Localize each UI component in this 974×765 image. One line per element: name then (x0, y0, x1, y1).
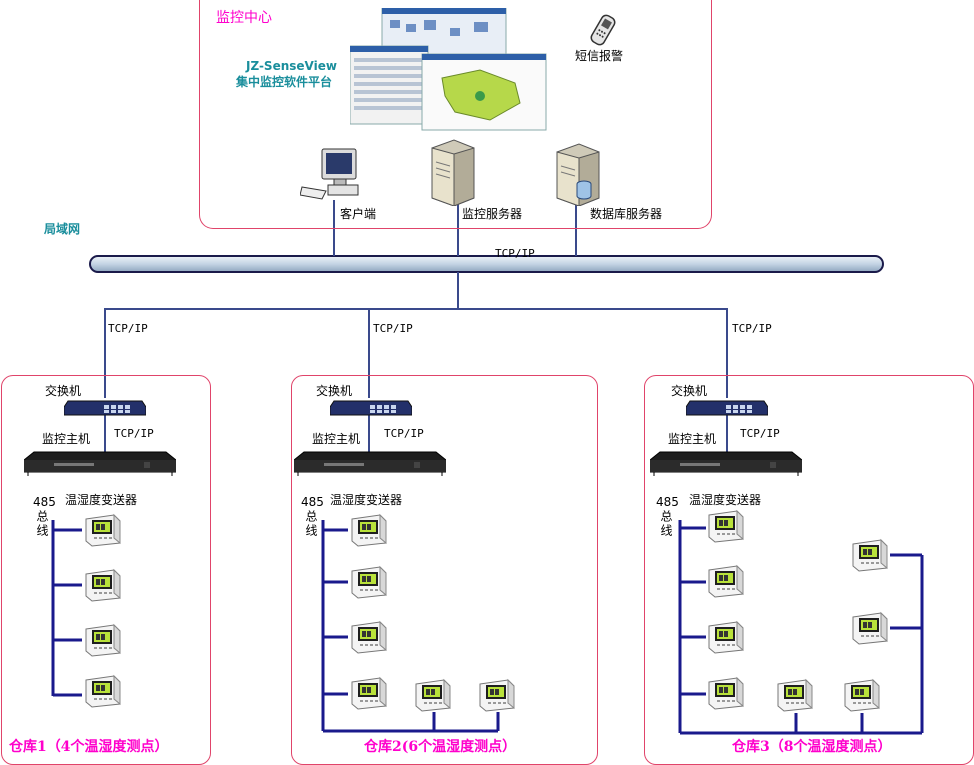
warehouse-2-bus-suffix: 总线 (304, 510, 318, 538)
warehouse-3-bus-label: 485 (656, 495, 679, 509)
warehouse-1-switch-icon (63, 399, 147, 417)
sensor-w2-1 (350, 513, 388, 547)
warehouse-2-switch-label: 交换机 (316, 384, 353, 398)
database-server-label: 数据库服务器 (590, 207, 663, 221)
sensor-w1-4 (84, 674, 122, 708)
software-name: JZ-SenseView (246, 59, 337, 73)
sensor-w1-1 (84, 513, 122, 547)
sensor-w3-4 (707, 676, 745, 710)
lan-backbone (89, 255, 884, 273)
sensor-w1-2 (84, 568, 122, 602)
monitoring-center-box (199, 0, 712, 229)
sensor-w3-7 (851, 538, 889, 572)
monitor-server-icon (426, 136, 476, 207)
sensor-w2-5 (414, 678, 452, 712)
warehouse-3-switch-icon (685, 399, 769, 417)
software-description: 集中监控软件平台 (236, 75, 333, 89)
sensor-w2-3 (350, 620, 388, 654)
monitoring-center-title: 监控中心 (216, 10, 272, 26)
warehouse-1-bus-label: 485 (33, 495, 56, 509)
warehouse-2-caption: 仓库2(6个温湿度测点） (364, 739, 517, 755)
warehouse-3-switch-label: 交换机 (671, 384, 708, 398)
sensor-w3-2 (707, 564, 745, 598)
warehouse-2-host-label: 监控主机 (312, 432, 361, 446)
backbone-protocol-label: TCP/IP (495, 247, 535, 260)
warehouse-3-host-label: 监控主机 (668, 432, 717, 446)
sensor-w1-3 (84, 623, 122, 657)
phone-icon (590, 13, 616, 47)
warehouse-3-downlink-protocol: TCP/IP (740, 427, 780, 440)
warehouse-3-host-icon (649, 450, 803, 478)
sms-alarm-label: 短信报警 (575, 49, 624, 63)
warehouse-3-bus-suffix: 总线 (659, 510, 673, 538)
warehouse-3-uplink-protocol: TCP/IP (732, 322, 772, 335)
database-server-icon (551, 140, 601, 207)
warehouse-2-downlink-protocol: TCP/IP (384, 427, 424, 440)
sensor-w2-6 (478, 678, 516, 712)
monitor-server-label: 监控服务器 (462, 207, 523, 221)
sensor-w3-1 (707, 509, 745, 543)
warehouse-2-sensor-label: 温湿度变送器 (330, 493, 403, 507)
warehouse-2-uplink-protocol: TCP/IP (373, 322, 413, 335)
sensor-w3-8 (851, 611, 889, 645)
sensor-w3-6 (843, 678, 881, 712)
client-pc-icon (299, 147, 362, 203)
sensor-w3-5 (776, 678, 814, 712)
warehouse-2-bus-label: 485 (301, 495, 324, 509)
sensor-w2-4 (350, 676, 388, 710)
warehouse-1-host-icon (23, 450, 177, 478)
warehouse-1-sensor-label: 温湿度变送器 (65, 493, 138, 507)
warehouse-1-host-label: 监控主机 (42, 432, 91, 446)
sensor-w2-2 (350, 565, 388, 599)
warehouse-1-downlink-protocol: TCP/IP (114, 427, 154, 440)
client-label: 客户端 (340, 207, 377, 221)
sensor-w3-3 (707, 620, 745, 654)
warehouse-1-switch-label: 交换机 (45, 384, 82, 398)
lan-label: 局域网 (44, 222, 81, 236)
warehouse-3-caption: 仓库3（8个温湿度测点） (732, 739, 892, 755)
software-screenshots (349, 7, 550, 133)
warehouse-1-bus-suffix: 总线 (35, 510, 49, 538)
warehouse-3-sensor-label: 温湿度变送器 (689, 493, 762, 507)
warehouse-2-host-icon (293, 450, 447, 478)
warehouse-2-switch-icon (329, 399, 413, 417)
warehouse-1-uplink-protocol: TCP/IP (108, 322, 148, 335)
warehouse-1-caption: 仓库1（4个温湿度测点） (9, 739, 169, 755)
